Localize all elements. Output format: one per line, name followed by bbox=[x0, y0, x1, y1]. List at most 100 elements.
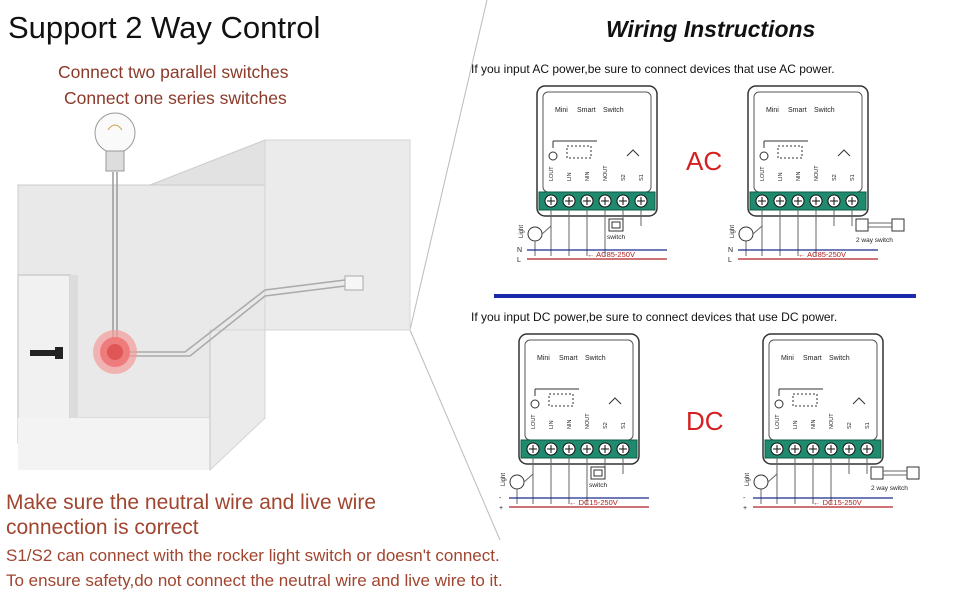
two-way-switch-icon bbox=[891, 218, 905, 232]
module-body bbox=[747, 85, 869, 217]
terminal-label: S1 bbox=[865, 422, 871, 429]
switch-contact-icon bbox=[608, 397, 622, 405]
junction-highlight-icon bbox=[93, 330, 137, 374]
relay-symbol-icon bbox=[566, 145, 592, 159]
module-body bbox=[762, 333, 884, 465]
voltage-label: ← AC85-250V bbox=[798, 250, 846, 259]
terminal-label: NOUT bbox=[585, 413, 591, 429]
light-label: Light bbox=[745, 473, 751, 486]
warning-line-2: connection is correct bbox=[6, 516, 199, 539]
page-title: Support 2 Way Control bbox=[8, 10, 321, 45]
switch-icon bbox=[590, 466, 606, 480]
terminal-label: LIN bbox=[778, 172, 784, 181]
module-brand: Smart bbox=[559, 355, 578, 362]
supply-label: + bbox=[499, 505, 503, 512]
bulb-symbol-icon bbox=[774, 399, 784, 409]
supply-label: N bbox=[728, 247, 733, 254]
terminal-label: S2 bbox=[621, 174, 627, 181]
voltage-label: ← DC15-250V bbox=[569, 498, 618, 507]
terminal-label: LIN bbox=[567, 172, 573, 181]
footer-note-1: S1/S2 can connect with the rocker light … bbox=[6, 546, 500, 565]
light-icon bbox=[527, 226, 543, 242]
supply-label: L bbox=[517, 257, 521, 264]
dc-note: If you input DC power,be sure to connect… bbox=[471, 310, 838, 324]
warning-line-1: Make sure the neutral wire and live wire bbox=[6, 491, 377, 514]
ac-note: If you input AC power,be sure to connect… bbox=[471, 62, 835, 76]
voltage-label: ← AC85-250V bbox=[587, 250, 635, 259]
two-way-switch-icon bbox=[855, 218, 869, 232]
wall-switch-icon bbox=[344, 275, 364, 291]
lightbulb-icon bbox=[94, 112, 136, 172]
two-way-switch-label: 2 way switch bbox=[871, 485, 908, 492]
terminal-label: S2 bbox=[847, 422, 853, 429]
terminal-label: NOUT bbox=[814, 165, 820, 181]
terminal-label: LOUT bbox=[549, 166, 555, 181]
light-icon bbox=[738, 226, 754, 242]
ac-label: AC bbox=[686, 146, 723, 176]
terminal-label: NIN bbox=[585, 172, 591, 182]
terminal-label: S1 bbox=[850, 174, 856, 181]
bulb-symbol-icon bbox=[759, 151, 769, 161]
module-brand: Mini bbox=[555, 107, 568, 114]
bulb-symbol-icon bbox=[530, 399, 540, 409]
terminal-label: S1 bbox=[639, 174, 645, 181]
module-body bbox=[518, 333, 640, 465]
dc-label: DC bbox=[686, 406, 724, 436]
module-brand: Mini bbox=[766, 107, 779, 114]
module-brand: Smart bbox=[577, 107, 596, 114]
terminal-label: NOUT bbox=[829, 413, 835, 429]
switch-label: switch bbox=[589, 482, 607, 489]
terminal-label: LOUT bbox=[531, 414, 537, 429]
module-brand: Switch bbox=[603, 107, 624, 114]
module-brand: Mini bbox=[781, 355, 794, 362]
warning-text: Make sure the neutral wire and live wire… bbox=[6, 490, 376, 540]
relay-symbol-icon bbox=[792, 393, 818, 407]
voltage-label: ← DC15-250V bbox=[813, 498, 862, 507]
module-brand: Mini bbox=[537, 355, 550, 362]
bulb-symbol-icon bbox=[548, 151, 558, 161]
switch-label: switch bbox=[607, 234, 625, 241]
supply-label: - bbox=[743, 495, 746, 502]
terminal-label: NIN bbox=[796, 172, 802, 182]
terminal-label: LOUT bbox=[760, 166, 766, 181]
module-body bbox=[536, 85, 658, 217]
supply-label: L bbox=[728, 257, 732, 264]
switch-contact-icon bbox=[852, 397, 866, 405]
subtitle-parallel: Connect two parallel switches bbox=[58, 62, 289, 82]
switch-contact-icon bbox=[626, 149, 640, 157]
switch-icon bbox=[608, 218, 624, 232]
relay-symbol-icon bbox=[548, 393, 574, 407]
light-label: Light bbox=[501, 473, 507, 486]
section-divider bbox=[494, 294, 916, 298]
subtitle-series: Connect one series switches bbox=[64, 88, 287, 108]
terminal-label: LOUT bbox=[775, 414, 781, 429]
terminal-label: LIN bbox=[549, 420, 555, 429]
module-brand: Switch bbox=[585, 355, 606, 362]
light-icon bbox=[509, 474, 525, 490]
terminal-label: S2 bbox=[832, 174, 838, 181]
terminal-label: LIN bbox=[793, 420, 799, 429]
switch-contact-icon bbox=[837, 149, 851, 157]
terminal-label: S2 bbox=[603, 422, 609, 429]
terminal-label: NIN bbox=[811, 420, 817, 430]
supply-label: N bbox=[517, 247, 522, 254]
light-label: Light bbox=[730, 225, 736, 238]
footer-note-2: To ensure safety,do not connect the neut… bbox=[6, 571, 503, 590]
module-brand: Smart bbox=[803, 355, 822, 362]
module-brand: Switch bbox=[829, 355, 850, 362]
module-brand: Smart bbox=[788, 107, 807, 114]
door-handle bbox=[30, 350, 58, 356]
relay-symbol-icon bbox=[777, 145, 803, 159]
supply-label: - bbox=[499, 495, 502, 502]
wiring-title: Wiring Instructions bbox=[606, 16, 816, 42]
module-brand: Switch bbox=[814, 107, 835, 114]
light-label: Light bbox=[519, 225, 525, 238]
light-icon bbox=[753, 474, 769, 490]
terminal-label: NOUT bbox=[603, 165, 609, 181]
